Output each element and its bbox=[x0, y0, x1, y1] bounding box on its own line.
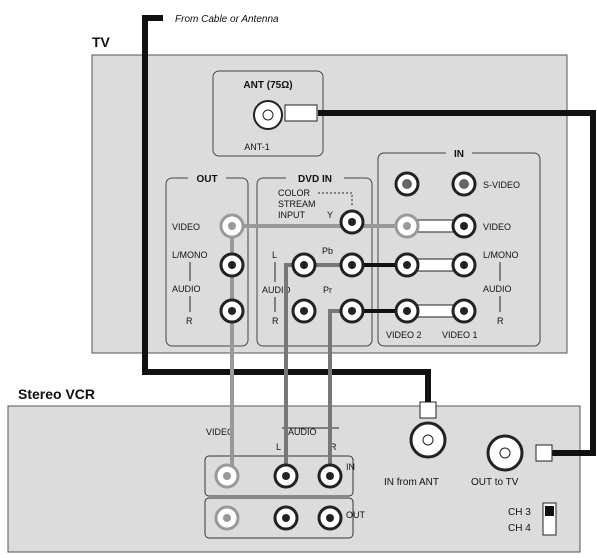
dvd-pr-label: Pr bbox=[323, 285, 332, 295]
ant-return-cable bbox=[318, 110, 596, 456]
vcr-out-group bbox=[204, 497, 354, 539]
vcr-in-audio-r-jack[interactable] bbox=[317, 463, 343, 489]
in-svideo2-jack[interactable] bbox=[394, 171, 420, 197]
in-video2-jack[interactable] bbox=[394, 213, 420, 239]
vcr-video-label: VIDEO bbox=[206, 427, 234, 437]
dvd-audio-label: AUDIO bbox=[262, 285, 291, 295]
dvd-pb-label: Pb bbox=[322, 246, 333, 256]
audio-l-patch-plug bbox=[417, 258, 457, 272]
dvd-audio-l-jack[interactable] bbox=[291, 252, 317, 278]
ant1-jack[interactable] bbox=[253, 100, 283, 130]
vcr-out-audio-l-jack[interactable] bbox=[273, 505, 299, 531]
vcr-in-label: IN bbox=[346, 462, 355, 472]
ant-label: ANT (75Ω) bbox=[243, 80, 292, 91]
vcr-in-group bbox=[204, 455, 354, 497]
in-video2-label: VIDEO 2 bbox=[386, 330, 422, 340]
in-audio-r2-jack[interactable] bbox=[394, 298, 420, 324]
dvd-audio-r-jack[interactable] bbox=[291, 298, 317, 324]
vcr-out-plug bbox=[535, 444, 553, 462]
in-svideo1-jack[interactable] bbox=[451, 171, 477, 197]
dvd-color-2: STREAM bbox=[278, 199, 316, 209]
in-audio-r1-jack[interactable] bbox=[451, 298, 477, 324]
out-video-jack[interactable] bbox=[219, 213, 245, 239]
dvd-pr-jack[interactable] bbox=[339, 298, 365, 324]
tv-title: TV bbox=[92, 34, 111, 50]
vcr-in-from-ant-jack[interactable] bbox=[409, 421, 447, 459]
dvd-l-label: L bbox=[272, 250, 277, 260]
vcr-in-from-ant-label: IN from ANT bbox=[384, 477, 439, 488]
in-video-label: VIDEO bbox=[483, 222, 511, 232]
dvd-in-title: DVD IN bbox=[298, 174, 332, 185]
channel-switch-knob bbox=[545, 506, 554, 516]
in-svideo-label: S-VIDEO bbox=[483, 180, 520, 190]
out-title: OUT bbox=[196, 174, 217, 185]
in-video1-jack[interactable] bbox=[451, 213, 477, 239]
dvd-y-label: Y bbox=[327, 210, 333, 220]
dvd-color-1: COLOR bbox=[278, 188, 311, 198]
ant1-label: ANT-1 bbox=[244, 142, 270, 152]
dvd-color-3: INPUT bbox=[278, 210, 306, 220]
vcr-in-audio-l-jack[interactable] bbox=[273, 463, 299, 489]
in-title: IN bbox=[454, 149, 464, 160]
vcr-out-video-jack[interactable] bbox=[214, 505, 240, 531]
out-r-label: R bbox=[186, 316, 193, 326]
vcr-out-to-tv-jack[interactable] bbox=[486, 434, 524, 472]
out-lmono-label: L/MONO bbox=[172, 250, 208, 260]
vcr-audio-label: AUDIO bbox=[288, 427, 317, 437]
dvd-y-jack[interactable] bbox=[339, 209, 365, 235]
vcr-l-label: L bbox=[276, 442, 281, 452]
vcr-ant-plug bbox=[419, 401, 437, 419]
in-video1-label: VIDEO 1 bbox=[442, 330, 478, 340]
antenna-plug bbox=[284, 104, 318, 122]
audio-r-patch-plug bbox=[417, 304, 457, 318]
out-audio-label: AUDIO bbox=[172, 284, 201, 294]
vcr-r-label: R bbox=[330, 442, 337, 452]
dvd-r-label: R bbox=[272, 316, 279, 326]
in-audio-label: AUDIO bbox=[483, 284, 512, 294]
vcr-title: Stereo VCR bbox=[18, 386, 95, 402]
vcr-in-video-jack[interactable] bbox=[214, 463, 240, 489]
out-audio-r-jack[interactable] bbox=[219, 298, 245, 324]
source-label: From Cable or Antenna bbox=[175, 14, 279, 25]
in-lmono-label: L/MONO bbox=[483, 250, 519, 260]
vcr-out-audio-r-jack[interactable] bbox=[317, 505, 343, 531]
antenna-cable bbox=[142, 15, 431, 405]
vcr-ch3-label: CH 3 bbox=[508, 507, 531, 518]
in-audio-l1-jack[interactable] bbox=[451, 252, 477, 278]
in-audio-l2-jack[interactable] bbox=[394, 252, 420, 278]
in-r-label: R bbox=[497, 316, 504, 326]
vcr-ch4-label: CH 4 bbox=[508, 523, 531, 534]
out-audio-l-jack[interactable] bbox=[219, 252, 245, 278]
dvd-pb-jack[interactable] bbox=[339, 252, 365, 278]
vcr-out-to-tv-label: OUT to TV bbox=[471, 477, 519, 488]
video-patch-plug bbox=[417, 219, 457, 233]
vcr-out-label: OUT bbox=[346, 510, 366, 520]
out-video-label: VIDEO bbox=[172, 222, 200, 232]
